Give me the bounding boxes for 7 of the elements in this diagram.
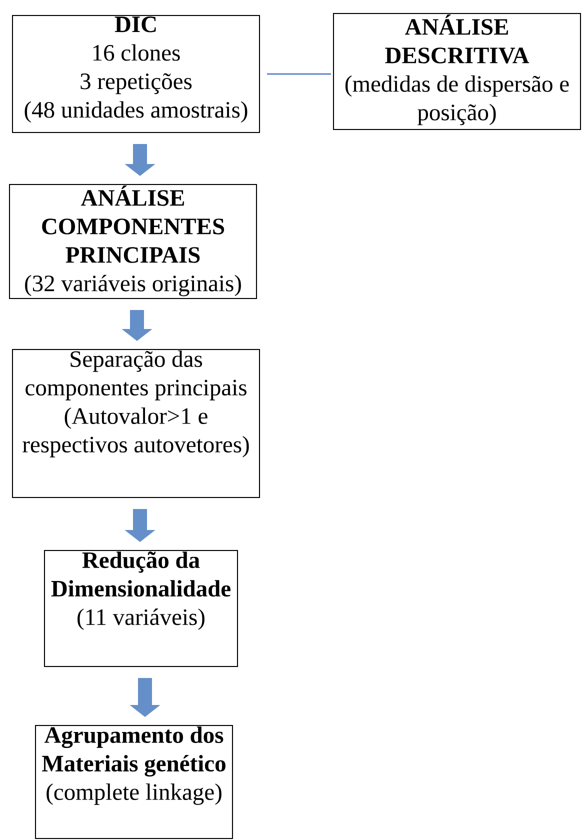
process-box: ANÁLISE DESCRITIVA (medidas de dispersão e posição): [333, 13, 581, 130]
process-box: Separação das componentes principais (Autovalor>1 e respectivos autovetores): [12, 349, 260, 498]
process-box: DIC 16 clones 3 repetições (48 unidades amostrais): [12, 15, 260, 133]
connector-line: [267, 73, 331, 75]
process-box: ANÁLISE COMPONENTES PRINCIPAIS (32 variáveis originais): [9, 184, 257, 299]
process-box: Redução da Dimensionalidade (11 variáveis): [44, 550, 238, 667]
process-box: Agrupamento dos Materiais genético (complete linkage): [35, 725, 233, 839]
